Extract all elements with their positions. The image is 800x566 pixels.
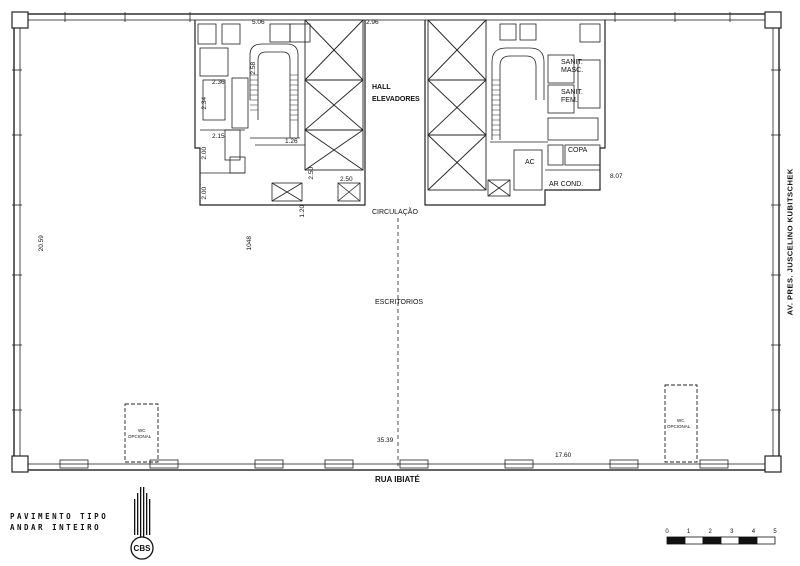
room-label-sanit-fem-2: FEM. [561,97,578,104]
optional-wc-right [664,384,698,463]
scale-tick-label: 3 [730,529,734,535]
window-mullions-top [64,12,731,22]
left-stair-treads [250,74,298,121]
right-elevators [427,19,487,191]
dim-label: 2.36 [212,79,225,86]
dim-label: 1.26 [285,138,298,145]
service-core [194,20,606,206]
room-label-sanit-masc-2: MASC. [561,67,584,74]
scale-tick-label: 5 [773,529,777,535]
plan-title-line1: PAVIMENTO TIPO [10,512,109,521]
room-label-wc-right-opt: OPCIONAL [667,424,691,429]
left-elevators [304,19,364,171]
room-label-copa: COPA [568,147,588,154]
corner-column [764,11,782,29]
dim-label: 2.50 [340,176,353,183]
left-stair [249,43,300,139]
dim-label: 5.06 [252,19,265,26]
right-toilets [499,23,601,171]
scale-bar: 0 1 2 3 4 5 [665,529,777,545]
corner-column [764,455,782,473]
dim-label: 2.00 [201,186,209,200]
scale-tick-label: 0 [665,529,669,535]
dim-label: 17.60 [555,452,572,459]
scale-tick-label: 4 [752,529,756,535]
right-shafts [487,149,543,197]
room-label-ac: AC [525,159,535,166]
corner-column [11,455,29,473]
left-shafts [255,144,361,202]
dim-label: 2.96 [366,19,379,26]
room-label-wc-left-opt: OPCIONAL [128,434,152,439]
street-label-bottom: RUA IBIATÉ [375,475,420,484]
plan-title-line2: ANDAR INTEIRO [10,523,102,532]
dim-label: 35.39 [377,437,394,444]
right-stair [490,47,548,143]
room-label-escritorios: ESCRITORIOS [375,299,424,306]
window-mullions-sides [12,69,781,411]
dim-label: 2.15 [212,133,225,140]
scale-tick-label: 1 [687,529,691,535]
dim-label: 2.58 [250,61,258,75]
room-label-hall: HALL [372,84,391,91]
dim-label: 1.20 [299,204,307,218]
optional-wc-left [124,403,159,463]
dim-label: 1048 [245,236,253,251]
dim-label: 2.50 [308,166,316,180]
room-label-ar-cond: AR COND. [549,181,584,188]
dim-label: 20.59 [37,235,45,252]
right-stair-treads [492,79,500,136]
room-label-circulacao: CIRCULAÇÃO [372,209,418,216]
outer-wall [13,13,780,471]
corner-column [11,11,29,29]
inner-wall [19,19,774,465]
window-mullions-bottom [59,459,729,469]
room-label-wc-left: WC [138,428,146,433]
svg-text:CBS: CBS [134,544,152,553]
room-label-sanit-masc: SANIT. [561,59,583,66]
company-logo: CBS [130,487,154,560]
street-label-right: AV. PRES. JUSCELINO KUBITSCHEK [785,168,795,316]
dim-label: 8.07 [610,173,623,180]
left-toilets [197,23,311,174]
room-label-sanit-fem: SANIT. [561,89,583,96]
dim-label: 2.00 [201,146,209,160]
room-label-hall-elevators: ELEVADORES [372,96,420,103]
dim-label: 2.34 [201,96,209,110]
room-label-wc-right: WC [677,418,685,423]
scale-tick-label: 2 [709,529,713,535]
